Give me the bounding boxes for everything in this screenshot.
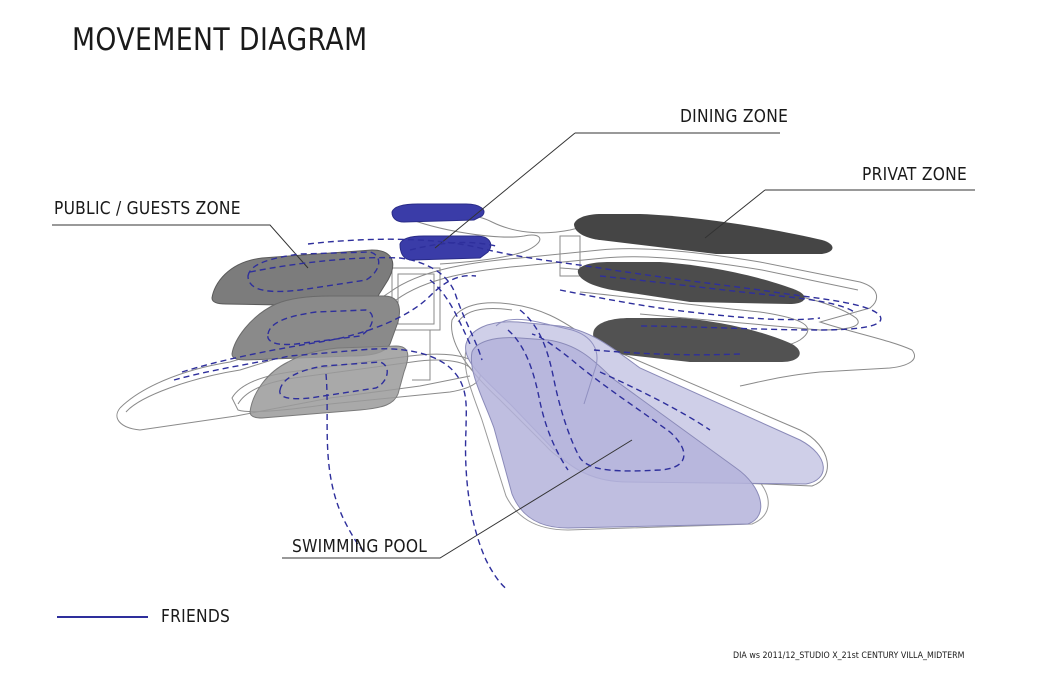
swimming-pool — [465, 318, 824, 529]
leader-line-public — [52, 224, 309, 269]
leader-line-dining — [434, 132, 780, 249]
page-title: MOVEMENT DIAGRAM — [72, 22, 368, 58]
public-block-3 — [249, 345, 409, 419]
public-block-1 — [211, 249, 394, 307]
footer-credit: DIA ws 2011/12_STUDIO X_21st CENTURY VIL… — [733, 651, 965, 661]
public-block-2 — [231, 295, 400, 361]
leader-lines — [52, 132, 975, 559]
friends-legend-label: FRIENDS — [161, 606, 231, 627]
swimming-pool-label: SWIMMING POOL — [292, 536, 428, 557]
dining-zone-blocks — [391, 203, 492, 261]
privat-block-3 — [593, 318, 800, 362]
public-zone-label: PUBLIC / GUESTS ZONE — [54, 198, 241, 219]
dining-zone-label: DINING ZONE — [680, 106, 789, 127]
public-zone-blocks — [211, 249, 409, 419]
pool-water-inner — [470, 337, 762, 529]
leader-line-privat — [704, 189, 975, 239]
friends-movement-paths — [173, 238, 882, 591]
pool-overlap — [495, 318, 598, 405]
leader-line-pool — [282, 439, 633, 559]
privat-block-1 — [574, 214, 833, 254]
privat-zone-label: PRIVAT ZONE — [862, 164, 968, 185]
dining-block-lower — [399, 235, 492, 261]
privat-zone-blocks — [574, 214, 833, 362]
privat-block-2 — [577, 262, 805, 304]
